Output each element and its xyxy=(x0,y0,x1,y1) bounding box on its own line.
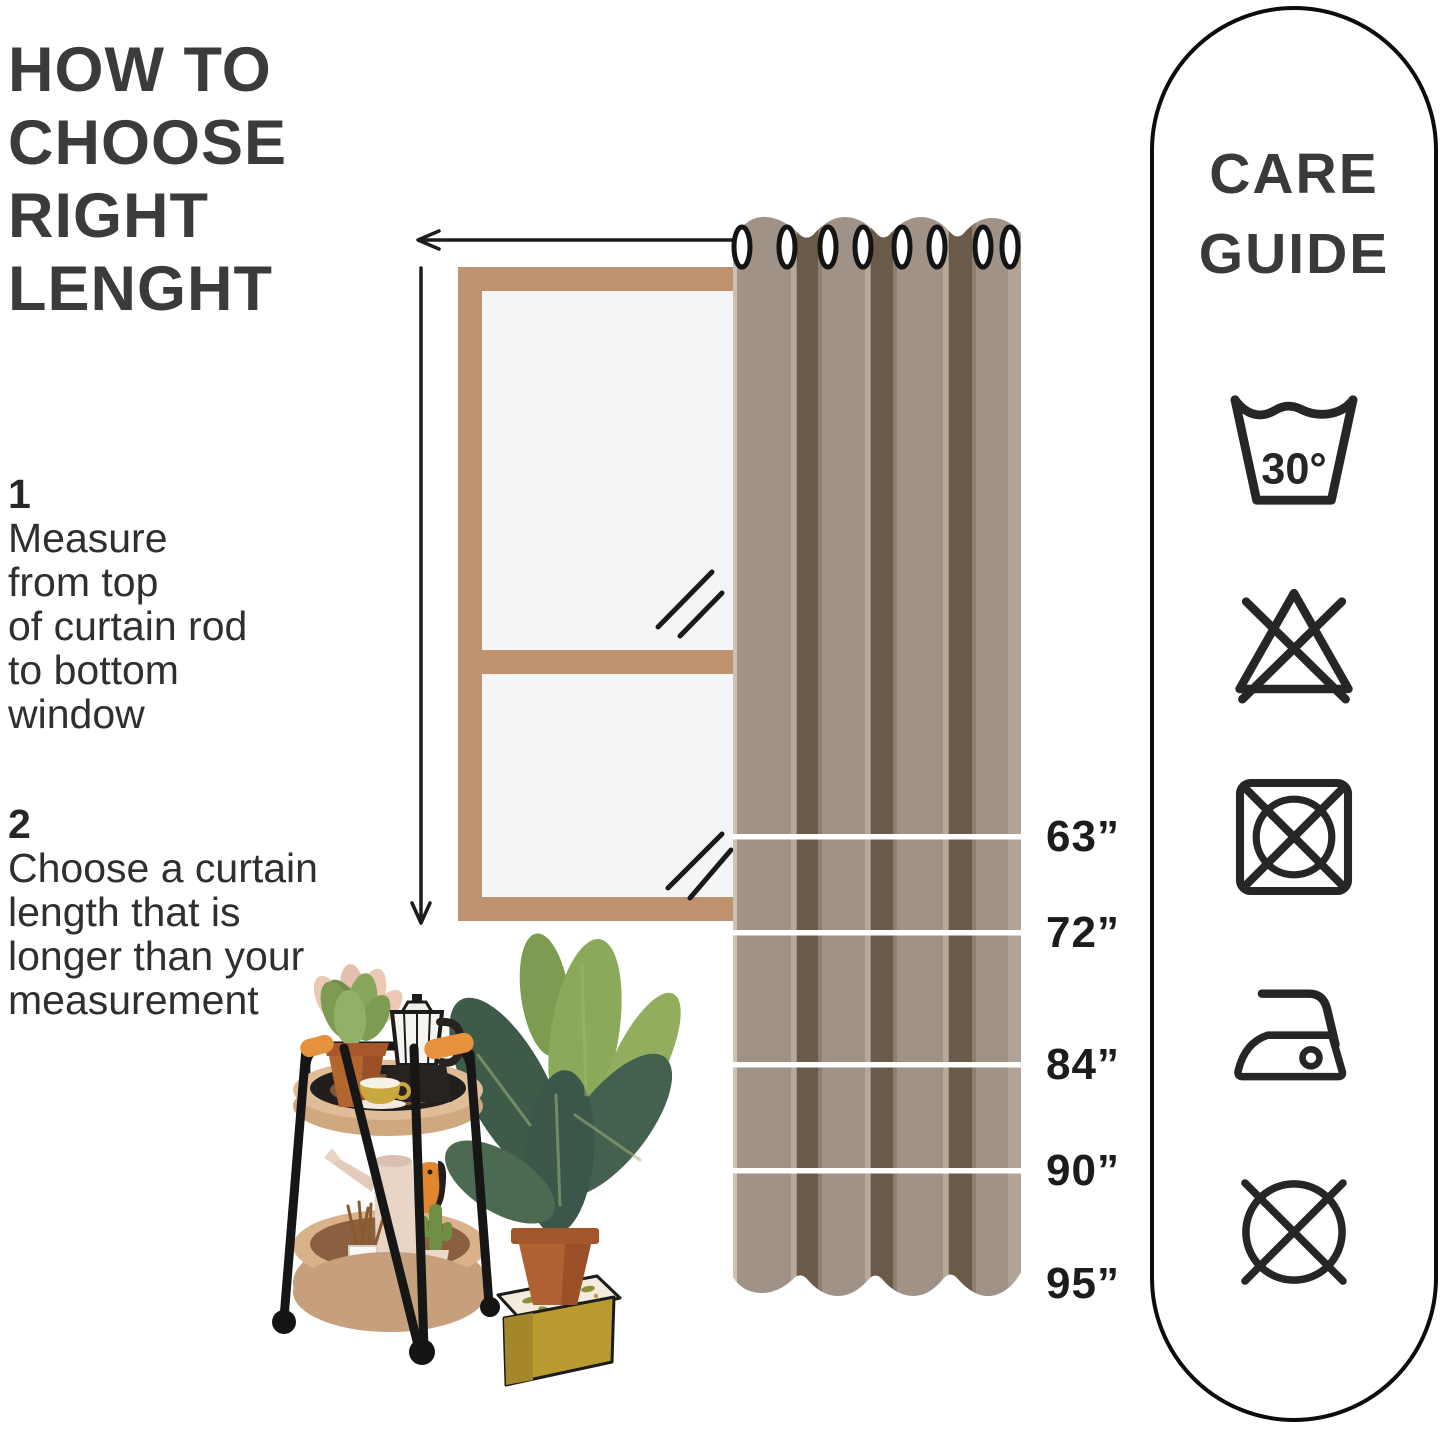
length-label-72: 72” xyxy=(1046,908,1120,957)
step-1-text-line: of curtain rod xyxy=(8,603,248,649)
cart-illustration xyxy=(272,964,500,1365)
length-label-90: 90” xyxy=(1046,1146,1120,1195)
fig-plant-pot xyxy=(496,1228,622,1387)
length-marker-lines xyxy=(733,834,1021,1174)
do-not-tumble-dry-icon xyxy=(1231,774,1357,900)
step-1-text-line: to bottom xyxy=(8,647,179,693)
length-label-63: 63” xyxy=(1046,812,1120,861)
step-1-text-line: Measure xyxy=(8,515,168,561)
curtain-grommets xyxy=(731,224,1021,270)
step-2-text-line: longer than your xyxy=(8,933,305,979)
step-2-number: 2 xyxy=(8,801,31,847)
step-1-text-line: from top xyxy=(8,559,159,605)
toucan-ornament xyxy=(417,1160,447,1213)
length-label-84: 84” xyxy=(1046,1040,1120,1089)
wash-temperature-label: 30° xyxy=(1261,445,1326,493)
measure-arrows xyxy=(410,229,735,925)
do-not-bleach-icon xyxy=(1228,580,1360,704)
glass-reflection-lines xyxy=(655,569,734,901)
curtain-pleat-stripes xyxy=(733,216,1021,1297)
curtain-illustration xyxy=(731,216,1021,1297)
teacup xyxy=(354,1077,411,1109)
length-label-95: 95” xyxy=(1046,1259,1120,1308)
do-not-dry-clean-icon xyxy=(1228,1166,1360,1298)
cart-handle-grip-right xyxy=(424,1032,474,1060)
width-arrow xyxy=(416,229,735,251)
step-1-text-line: window xyxy=(8,691,145,737)
succulent-plant xyxy=(313,964,403,1107)
step-2-text-line: Choose a curtain xyxy=(8,845,318,891)
care-guide-title: CARE GUIDE xyxy=(1154,134,1434,294)
iron-icon xyxy=(1228,984,1360,1092)
page-title: HOW TO CHOOSE RIGHT LENGHT xyxy=(8,34,408,326)
page-title-line: HOW TO xyxy=(8,35,272,105)
step-1-number: 1 xyxy=(8,471,31,517)
fig-plant-leaves xyxy=(445,933,681,1234)
page-title-line: RIGHT xyxy=(8,181,209,251)
watering-can xyxy=(324,1148,420,1272)
cart-wheels xyxy=(272,1297,500,1365)
cart-handle-grip-left xyxy=(300,1034,334,1058)
step-2-text-line: measurement xyxy=(8,977,259,1023)
page-title-line: LENGHT xyxy=(8,254,273,324)
yellow-box-side xyxy=(504,1313,533,1385)
care-guide-title-line: CARE xyxy=(1209,142,1379,206)
cart-legs xyxy=(279,1043,494,1354)
wash-30-icon: 30° xyxy=(1225,392,1363,510)
height-arrow xyxy=(410,266,432,925)
step-2-text-line: length that is xyxy=(8,889,241,935)
page-title-line: CHOOSE xyxy=(8,108,288,178)
care-guide-panel: CARE GUIDE 30° xyxy=(1150,6,1438,1422)
step-1-instructions: 1 Measure from top of curtain rod to bot… xyxy=(8,472,368,736)
step-2-instructions: 2 Choose a curtain length that is longer… xyxy=(8,802,368,1022)
care-guide-title-line: GUIDE xyxy=(1198,222,1390,286)
